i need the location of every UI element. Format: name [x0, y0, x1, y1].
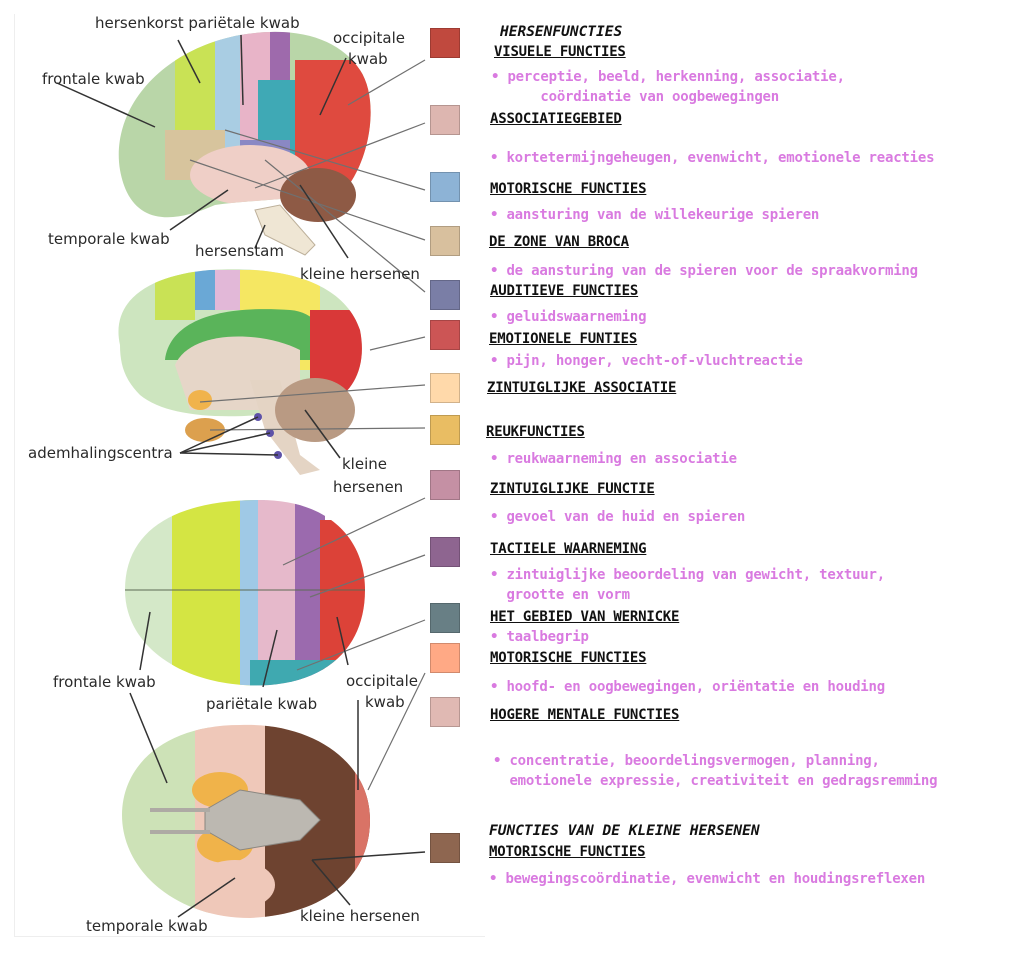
legend-heading-sensory: ZINTUIGLIJKE FUNCTIE	[490, 481, 655, 497]
swatch-sensory	[430, 470, 460, 500]
label-cortex-parietal: hersenkorst pariëtale kwab	[95, 14, 300, 32]
label-cerebellum-medial-2: hersenen	[333, 478, 404, 496]
swatch-broca	[430, 226, 460, 256]
swatch-association	[430, 105, 460, 135]
swatch-motor-head	[430, 643, 460, 673]
legend-heading-emotional: EMOTIONELE FUNTIES	[489, 331, 638, 347]
legend-desc-tactile-2: grootte en vorm	[490, 587, 630, 603]
legend-desc-sensory: • gevoel van de huid en spieren	[490, 509, 746, 525]
lateral-brain	[118, 31, 371, 218]
label-brainstem: hersenstam	[195, 242, 284, 260]
swatch-olfactory	[430, 415, 460, 445]
legend-heading-olfactory: REUKFUNCTIES	[486, 424, 585, 440]
legend-desc-higher-mental-2: emotionele expressie, creativiteit en ge…	[493, 773, 938, 789]
medial-brain	[118, 269, 362, 417]
legend-desc-visual-2: coördinatie van oogbewegingen	[491, 89, 780, 105]
label-cerebellum-medial-1: kleine	[342, 455, 387, 473]
swatch-auditory	[430, 280, 460, 310]
medial-olfactory	[185, 418, 225, 442]
bottom-brainstem	[204, 789, 321, 851]
legend-title: HERSENFUNCTIES	[500, 24, 623, 40]
legend-desc-visual-1: • perceptie, beeld, herkenning, associat…	[491, 69, 845, 85]
legend-desc-wernicke: • taalbegrip	[490, 629, 589, 645]
swatch-tactile	[430, 537, 460, 567]
label-frontal: frontale kwab	[42, 70, 145, 88]
label-occipital-1: occipitale	[333, 29, 405, 47]
legend-desc-motor: • aansturing van de willekeurige spieren	[490, 207, 820, 223]
legend-desc-cerebellum: • bewegingscoördinatie, evenwicht en hou…	[489, 871, 926, 887]
label-parietal-top: pariëtale kwab	[206, 695, 318, 713]
swatch-higher-mental	[430, 697, 460, 727]
legend-desc-broca: • de aansturing van de spieren voor de s…	[490, 263, 918, 279]
label-cerebellum-bottom: kleine hersenen	[300, 907, 420, 925]
legend-desc-association: • kortetermijngeheugen, evenwicht, emoti…	[490, 150, 935, 166]
lateral-cerebellum	[280, 168, 356, 222]
swatch-cerebellum	[430, 833, 460, 863]
lateral-brainstem	[254, 204, 316, 256]
label-occipital-top-2: kwab	[365, 693, 405, 711]
legend-cerebellum-title: FUNCTIES VAN DE KLEINE HERSENEN	[489, 823, 760, 839]
legend-heading-broca: DE ZONE VAN BROCA	[489, 234, 629, 250]
swatch-motor	[430, 172, 460, 202]
label-temporal-bottom: temporale kwab	[86, 917, 208, 935]
legend-heading-association: ASSOCIATIEGEBIED	[490, 111, 622, 127]
legend-heading-motor: MOTORISCHE FUNCTIES	[490, 181, 647, 197]
label-occipital-top-1: occipitale	[346, 672, 418, 690]
label-temporal: temporale kwab	[48, 230, 170, 248]
legend-desc-higher-mental-1: • concentratie, beoordelingsvermogen, pl…	[493, 753, 880, 769]
label-occipital-2: kwab	[348, 50, 388, 68]
label-respiratory: ademhalingscentra	[28, 444, 173, 462]
top-brain	[125, 500, 365, 686]
illustration-panel	[14, 14, 485, 937]
legend-heading-cerebellum: MOTORISCHE FUNCTIES	[489, 844, 646, 860]
label-cerebellum-lateral: kleine hersenen	[300, 265, 420, 283]
swatch-wernicke	[430, 603, 460, 633]
legend-desc-motor-head: • hoofd- en oogbewegingen, oriëntatie en…	[490, 679, 885, 695]
legend-desc-olfactory: • reukwaarneming en associatie	[490, 451, 737, 467]
legend-desc-auditory: • geluidswaarneming	[490, 309, 647, 325]
legend-heading-auditory: AUDITIEVE FUNCTIES	[490, 283, 639, 299]
swatch-visual	[430, 28, 460, 58]
legend-desc-emotional: • pijn, honger, vecht-of-vluchtreactie	[490, 353, 803, 369]
legend-heading-visual: VISUELE FUNCTIES	[494, 44, 626, 60]
legend-heading-motor-head: MOTORISCHE FUNCTIES	[490, 650, 647, 666]
swatch-sensory-association	[430, 373, 460, 403]
medial-cerebellum	[275, 378, 355, 442]
legend-heading-tactile: TACTIELE WAARNEMING	[490, 541, 647, 557]
legend-desc-tactile-1: • zintuiglijke beoordeling van gewicht, …	[490, 567, 885, 583]
legend-heading-wernicke: HET GEBIED VAN WERNICKE	[490, 609, 680, 625]
legend-heading-higher-mental: HOGERE MENTALE FUNCTIES	[490, 707, 680, 723]
swatch-emotional	[430, 320, 460, 350]
legend-heading-sensory-association: ZINTUIGLIJKE ASSOCIATIE	[487, 380, 677, 396]
label-frontal-top: frontale kwab	[53, 673, 156, 691]
